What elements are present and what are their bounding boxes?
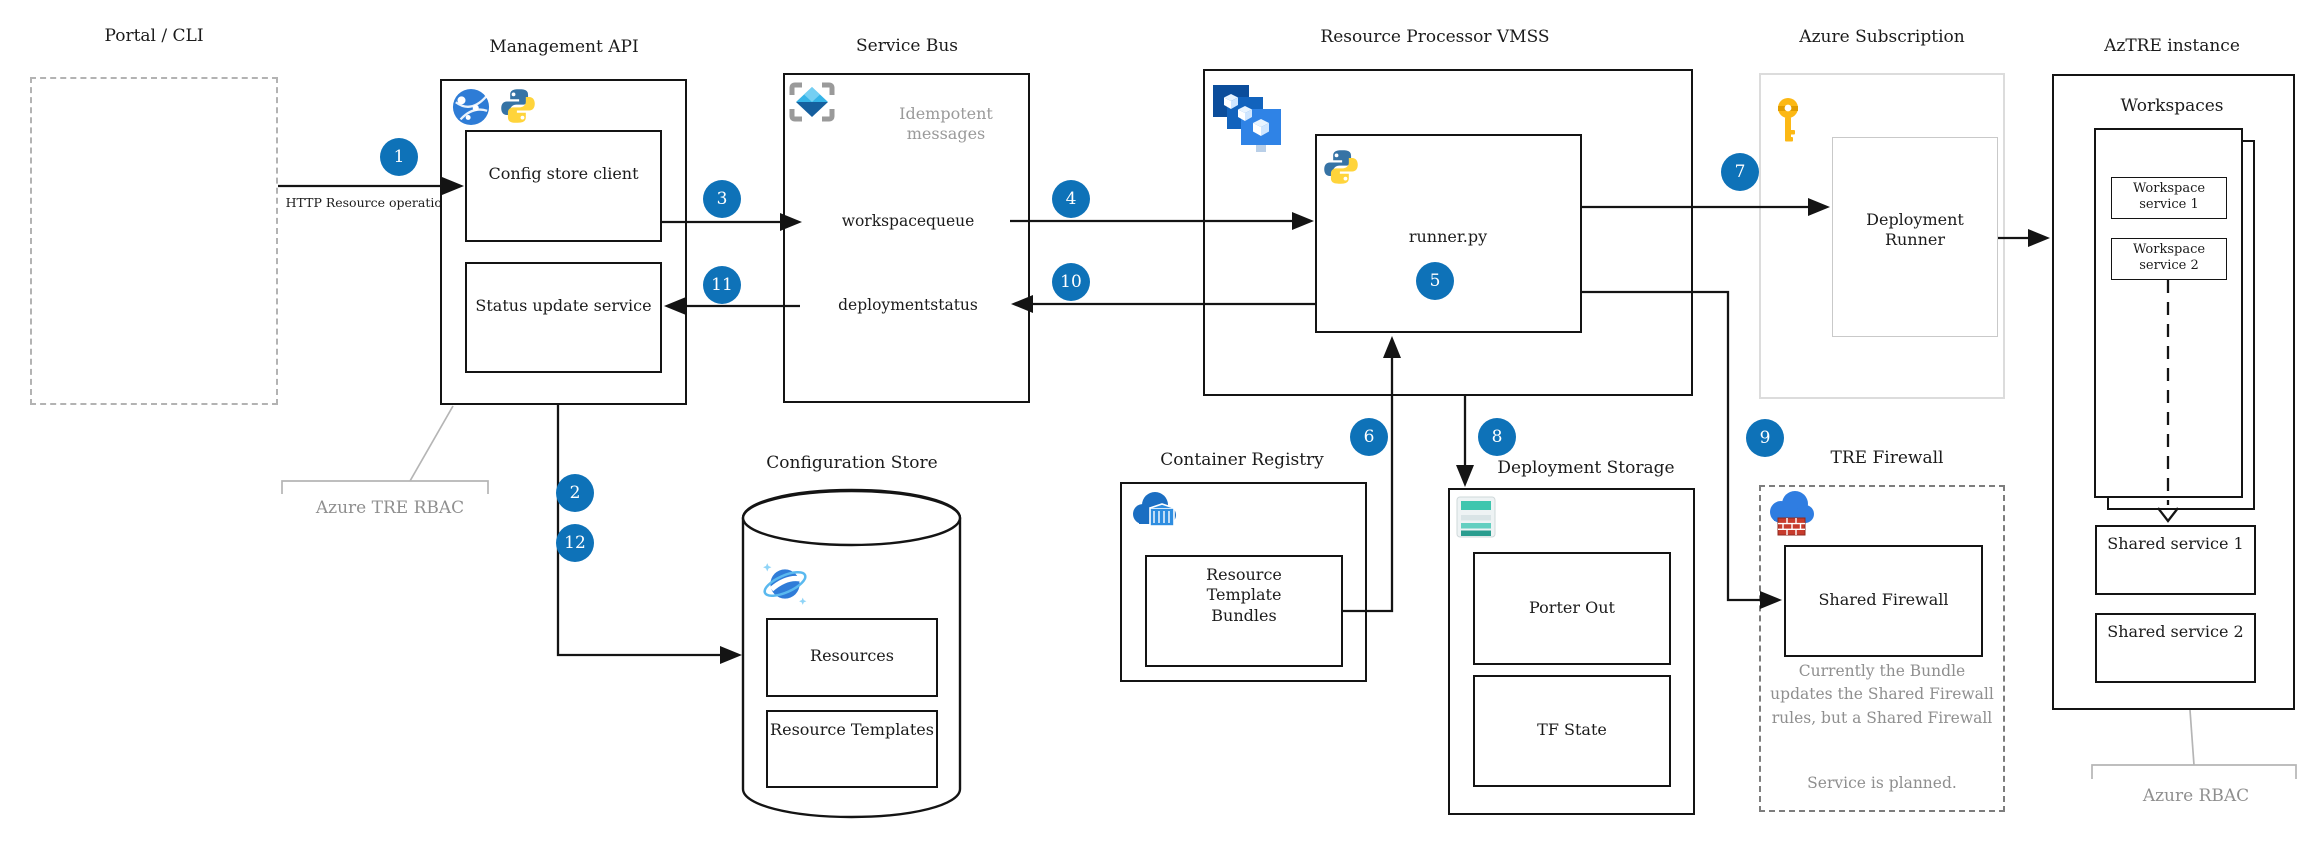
resource-template-bundles-box xyxy=(1145,555,1343,667)
step-badge-2: 2 xyxy=(556,474,594,512)
deploymentstatus-label: deploymentstatus xyxy=(838,296,978,314)
azure-subscription-title: Azure Subscription xyxy=(1799,27,1965,47)
tf-state-box xyxy=(1473,675,1671,787)
http-resource-operations-label: HTTP Resource operations xyxy=(285,195,457,210)
portal-cli-box xyxy=(30,77,278,405)
python-runner-icon xyxy=(1324,150,1358,184)
tre-rbac-bracket xyxy=(281,480,489,494)
runner-py-box xyxy=(1315,134,1582,333)
firewall-note-text: Currently the Bundle updates the Shared … xyxy=(1770,662,1994,727)
shared-service-1-box xyxy=(2095,525,2256,595)
configuration-store-title: Configuration Store xyxy=(766,453,938,473)
azure-rbac-label: Azure RBAC xyxy=(2142,786,2250,806)
portal-cli-title: Portal / CLI xyxy=(104,26,204,46)
idempotent-messages-label: Idempotent messages xyxy=(899,104,993,144)
service-bus-title: Service Bus xyxy=(855,36,959,56)
workspacequeue-label: workspacequeue xyxy=(841,212,975,230)
step-badge-6: 6 xyxy=(1350,418,1388,456)
arrow-runner-to-aztre-head xyxy=(2028,229,2050,247)
azure-rbac-connector-line xyxy=(2189,709,2195,766)
vmss-icon xyxy=(1213,85,1281,152)
status-update-service-label: Status update service xyxy=(475,296,652,315)
config-store-client-box xyxy=(465,130,662,242)
tre-rbac-connector-line xyxy=(409,405,454,482)
porter-out-label: Porter Out xyxy=(1529,598,1615,617)
workspace-service-2-label: Workspace service 2 xyxy=(2132,242,2206,273)
step-badge-1: 1 xyxy=(380,138,418,176)
deployment-runner-label: Deployment Runner xyxy=(1866,210,1964,250)
tre-firewall-title: TRE Firewall xyxy=(1830,448,1944,468)
step-badge-12: 12 xyxy=(556,524,594,562)
workspace-service-1-label: Workspace service 1 xyxy=(2132,181,2206,212)
resource-processor-vmss-title: Resource Processor VMSS xyxy=(1320,27,1550,47)
python-icon xyxy=(501,89,535,123)
container-registry-title: Container Registry xyxy=(1160,450,1324,470)
resources-label: Resources xyxy=(810,646,894,665)
runner-py-label: runner.py xyxy=(1408,227,1488,246)
shared-firewall-label: Shared Firewall xyxy=(1818,590,1949,609)
shared-firewall-box xyxy=(1784,545,1983,657)
container-registry-icon xyxy=(1133,492,1176,527)
step-badge-3: 3 xyxy=(703,180,741,218)
config-store-client-label: Config store client xyxy=(488,164,639,183)
management-api-title: Management API xyxy=(489,37,639,57)
deployment-storage-title: Deployment Storage xyxy=(1497,458,1675,478)
service-bus-icon xyxy=(789,82,835,122)
deployment-runner-box xyxy=(1832,137,1998,337)
firewall-note-text-2: Service is planned. xyxy=(1807,774,1957,792)
step-badge-9: 9 xyxy=(1746,419,1784,457)
arrow-8-head xyxy=(1456,465,1474,487)
firewall-icon xyxy=(1770,491,1814,536)
workspace-service-1-box xyxy=(2111,177,2227,219)
key-icon xyxy=(1778,98,1798,142)
configuration-store-cylinder-top xyxy=(741,489,962,547)
arrow-2-12-head xyxy=(720,646,742,664)
shared-service-1-label: Shared service 1 xyxy=(2107,534,2244,553)
shared-service-2-label: Shared service 2 xyxy=(2107,622,2244,641)
step-badge-5: 5 xyxy=(1416,262,1454,300)
cosmos-db-icon xyxy=(763,563,807,605)
step-badge-11: 11 xyxy=(703,266,741,304)
step-badge-7: 7 xyxy=(1721,153,1759,191)
aztre-instance-title: AzTRE instance xyxy=(2104,36,2240,56)
resource-template-bundles-label: Resource Template Bundles xyxy=(1206,565,1282,625)
storage-icon xyxy=(1456,496,1496,538)
shared-service-2-box xyxy=(2095,613,2256,683)
step-badge-4: 4 xyxy=(1052,180,1090,218)
api-management-icon xyxy=(452,88,490,126)
tf-state-label: TF State xyxy=(1537,720,1607,739)
status-update-service-box xyxy=(465,262,662,373)
azure-rbac-bracket xyxy=(2091,764,2297,779)
workspaces-label: Workspaces xyxy=(2120,96,2224,116)
step-badge-10: 10 xyxy=(1052,263,1090,301)
resource-templates-label: Resource Templates xyxy=(770,720,934,739)
workspace-service-2-box xyxy=(2111,238,2227,280)
step-badge-8: 8 xyxy=(1478,418,1516,456)
azure-tre-rbac-label: Azure TRE RBAC xyxy=(315,498,465,518)
